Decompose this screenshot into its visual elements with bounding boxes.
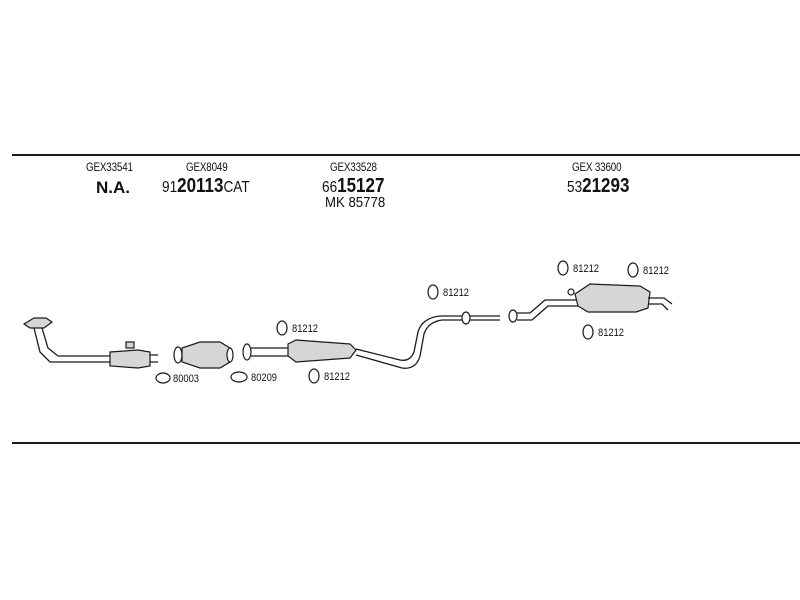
- part-number-prefix: 53: [567, 179, 583, 196]
- hanger-mid-upper-icon: [276, 320, 288, 336]
- part-label-hanger-mid-lower: 81212: [324, 371, 351, 383]
- mounting-kit-number: MK 85778: [325, 194, 386, 211]
- rear-silencer-shape: [508, 283, 673, 323]
- part-number-main: 21293: [582, 175, 630, 197]
- middle-silencer-shape: [242, 311, 500, 369]
- hanger-mid-lower-icon: [308, 368, 320, 384]
- part-code-catalyst: GEX8049: [186, 160, 228, 174]
- hanger-rear-left-icon: [557, 260, 569, 276]
- part-number-main: 20113: [177, 175, 224, 197]
- part-number-main: 15127: [337, 175, 385, 197]
- bottom-divider: [12, 442, 800, 444]
- part-label-hanger-rear-lower: 81212: [598, 327, 625, 339]
- part-number-prefix: 91: [162, 179, 178, 196]
- part-code-rear-silencer: GEX 33600: [572, 160, 622, 174]
- part-number-prefix: 66: [322, 179, 338, 196]
- part-number-catalyst: 9120113CAT: [162, 175, 250, 198]
- part-number-front-pipe: N.A.: [96, 178, 130, 197]
- part-code-front-pipe: GEX33541: [86, 160, 133, 174]
- part-label-hanger-mid-upper: 81212: [292, 323, 319, 335]
- part-number-rear-silencer: 5321293: [567, 175, 629, 198]
- part-label-hanger-rear-left: 81212: [573, 263, 600, 275]
- top-divider: [12, 154, 800, 156]
- catalytic-converter-shape: [173, 341, 234, 369]
- hanger-rear-lower-icon: [582, 324, 594, 340]
- gasket-front-icon: [155, 372, 171, 384]
- hanger-rear-right-icon: [627, 262, 639, 278]
- part-label-hanger-tail-pipe: 81212: [443, 287, 470, 299]
- front-pipe-shape: [22, 317, 158, 369]
- part-label-hanger-rear-right: 81212: [643, 265, 670, 277]
- hanger-tail-pipe-icon: [427, 284, 439, 300]
- part-label-gasket-cat: 80209: [251, 372, 278, 384]
- part-number-suffix: CAT: [223, 179, 250, 196]
- part-number-middle-silencer: 6615127: [322, 175, 384, 198]
- part-label-gasket-front: 80003: [173, 373, 200, 385]
- part-code-middle-silencer: GEX33528: [330, 160, 377, 174]
- gasket-cat-icon: [230, 371, 248, 383]
